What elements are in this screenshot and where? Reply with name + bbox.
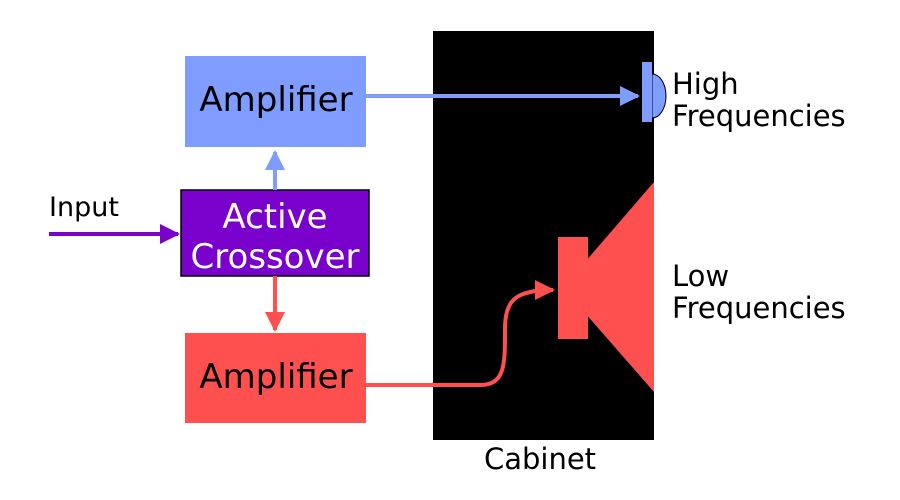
amplifier-low-box	[185, 333, 366, 423]
amplifier-high-label: Amplifier	[199, 80, 352, 120]
low-frequency-arrow	[366, 280, 555, 387]
amplifier-low-label: Amplifier	[199, 357, 352, 397]
low-frequencies-line1: Low	[672, 259, 729, 293]
tweeter-icon	[642, 62, 667, 122]
cabinet-label: Cabinet	[484, 442, 596, 476]
woofer-icon	[558, 182, 654, 392]
high-frequencies-line2: Frequencies	[672, 99, 846, 133]
amplifier-high-box	[185, 56, 366, 147]
crossover-label-line1: Active	[222, 197, 327, 237]
high-frequencies-line1: High	[672, 67, 739, 101]
crossover-label-line2: Crossover	[190, 237, 359, 277]
input-label: Input	[49, 192, 119, 223]
active-crossover-box	[180, 189, 370, 277]
low-frequencies-line2: Frequencies	[672, 291, 846, 325]
